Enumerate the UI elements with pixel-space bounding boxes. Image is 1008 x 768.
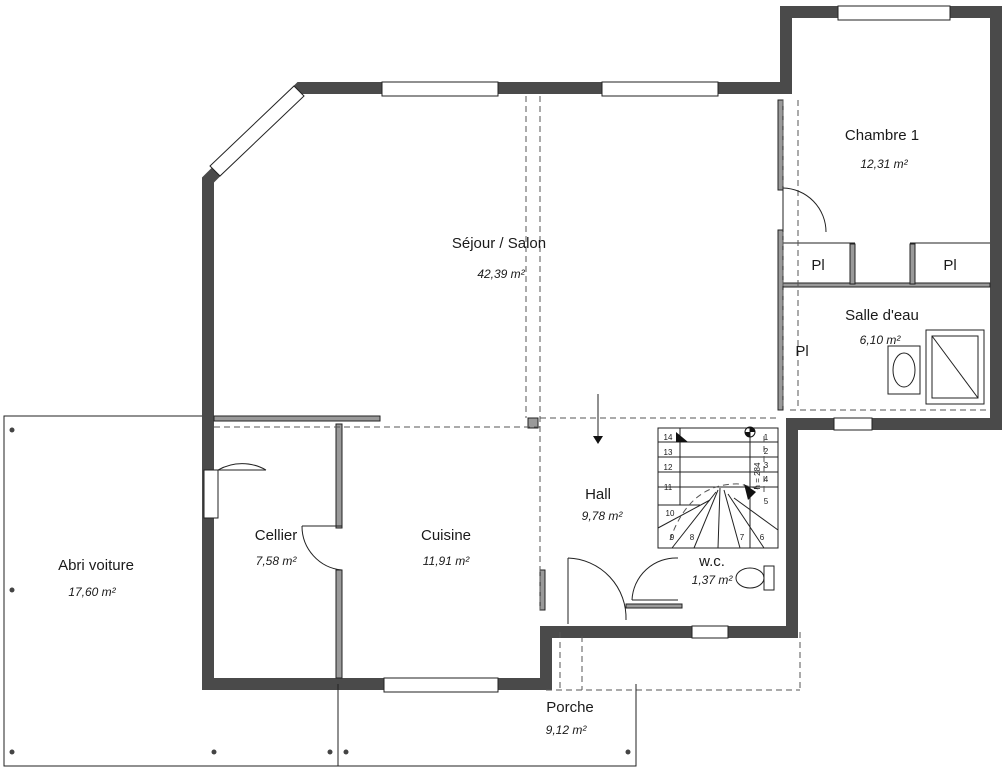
window — [691, 625, 729, 639]
entry-arrow — [593, 394, 603, 444]
partition-wall — [213, 415, 381, 422]
step-number: 9 — [670, 533, 675, 542]
shower-inner — [931, 335, 979, 399]
stair-walkline — [669, 483, 763, 541]
step-number: 2 — [764, 447, 769, 456]
room-area-porche: 9,12 m² — [546, 723, 588, 737]
post — [9, 427, 15, 433]
room-area-salle-eau: 6,10 m² — [860, 333, 902, 347]
step-number: 10 — [666, 509, 675, 518]
step-number: 8 — [690, 533, 695, 542]
window — [383, 677, 499, 693]
room-area-sejour: 42,39 m² — [477, 267, 525, 281]
windows — [209, 5, 951, 693]
post — [9, 587, 15, 593]
step-number: 5 — [764, 497, 769, 506]
room-area-hall: 9,78 m² — [582, 509, 624, 523]
stair-line — [671, 491, 717, 549]
placard-label: Pl — [943, 257, 956, 274]
door-swing — [782, 187, 827, 233]
room-label-hall: Hall — [585, 486, 611, 503]
placard-label: Pl — [795, 343, 808, 360]
outdoor-areas — [3, 415, 637, 767]
exterior-wall — [202, 6, 1002, 690]
room-label-cellier: Cellier — [255, 527, 298, 544]
room-label-cuisine: Cuisine — [421, 527, 471, 544]
partition-wall — [782, 282, 991, 288]
partition-wall — [527, 417, 539, 429]
room-area-chambre: 12,31 m² — [860, 157, 908, 171]
partition-wall — [849, 243, 856, 285]
stair-line — [657, 499, 711, 529]
stair-line — [717, 487, 721, 549]
stair-line — [727, 493, 765, 549]
partition-wall — [909, 243, 916, 285]
room-label-porche: Porche — [546, 699, 594, 716]
step-number: 12 — [664, 463, 673, 472]
step-number: 1 — [764, 433, 769, 442]
step-number: 7 — [740, 533, 745, 542]
window — [837, 5, 951, 21]
room-area-wc: 1,37 m² — [692, 573, 734, 587]
room-label-wc: w.c. — [698, 553, 725, 570]
placard-label: Pl — [811, 257, 824, 274]
door-frame — [203, 469, 219, 519]
washbasin — [887, 345, 921, 395]
stair-arrow-down — [744, 484, 756, 500]
room-label-salle-eau: Salle d'eau — [845, 307, 919, 324]
window — [601, 81, 719, 97]
stair-arrow-up — [676, 432, 688, 442]
stair-line — [693, 489, 719, 549]
window — [381, 81, 499, 97]
step-number: 13 — [664, 448, 673, 457]
door-swing — [567, 557, 627, 621]
room-label-chambre: Chambre 1 — [845, 127, 919, 144]
post — [343, 749, 349, 755]
carport-outline — [3, 415, 339, 767]
door-swing — [631, 557, 679, 601]
post — [625, 749, 631, 755]
stair-line — [723, 489, 741, 549]
partition-wall — [777, 229, 784, 411]
partition-wall — [335, 569, 343, 679]
room-labels: Chambre 1 12,31 m² Séjour / Salon 42,39 … — [58, 127, 957, 737]
door-swing — [301, 525, 343, 571]
door-swing — [217, 463, 267, 471]
window — [209, 85, 305, 177]
step-number: 11 — [664, 483, 673, 492]
doors — [203, 187, 827, 624]
partition-wall — [625, 603, 683, 609]
step-number: 4 — [764, 475, 769, 484]
fixtures — [735, 329, 985, 591]
shower-tray — [925, 329, 985, 405]
room-area-cellier: 7,58 m² — [256, 554, 298, 568]
room-area-abri: 17,60 m² — [68, 585, 116, 599]
shower-diagonal — [931, 335, 979, 399]
exterior-walls — [202, 6, 1002, 690]
partition-wall — [777, 99, 784, 191]
stair-height-label: h = 284 — [753, 462, 762, 489]
window — [833, 417, 873, 431]
step-number: 14 — [664, 433, 673, 442]
dashed-lines — [214, 96, 990, 691]
stair-line — [733, 497, 779, 531]
staircase: 1 2 3 4 5 6 7 8 9 10 11 12 13 14 h = 284 — [657, 426, 779, 549]
post — [211, 749, 217, 755]
step-number: 3 — [764, 461, 769, 470]
arrow-head — [593, 436, 603, 444]
step-number: 6 — [760, 533, 765, 542]
stair-start-marker-fill — [745, 427, 755, 437]
post — [327, 749, 333, 755]
partition-wall — [539, 569, 546, 611]
room-area-cuisine: 11,91 m² — [423, 554, 470, 568]
post — [9, 749, 15, 755]
toilet-bowl — [735, 567, 765, 589]
partition-wall — [335, 423, 343, 529]
washbasin-bowl — [892, 352, 916, 388]
room-label-abri: Abri voiture — [58, 557, 134, 574]
porch-outline — [338, 684, 637, 767]
room-label-sejour: Séjour / Salon — [452, 235, 546, 252]
